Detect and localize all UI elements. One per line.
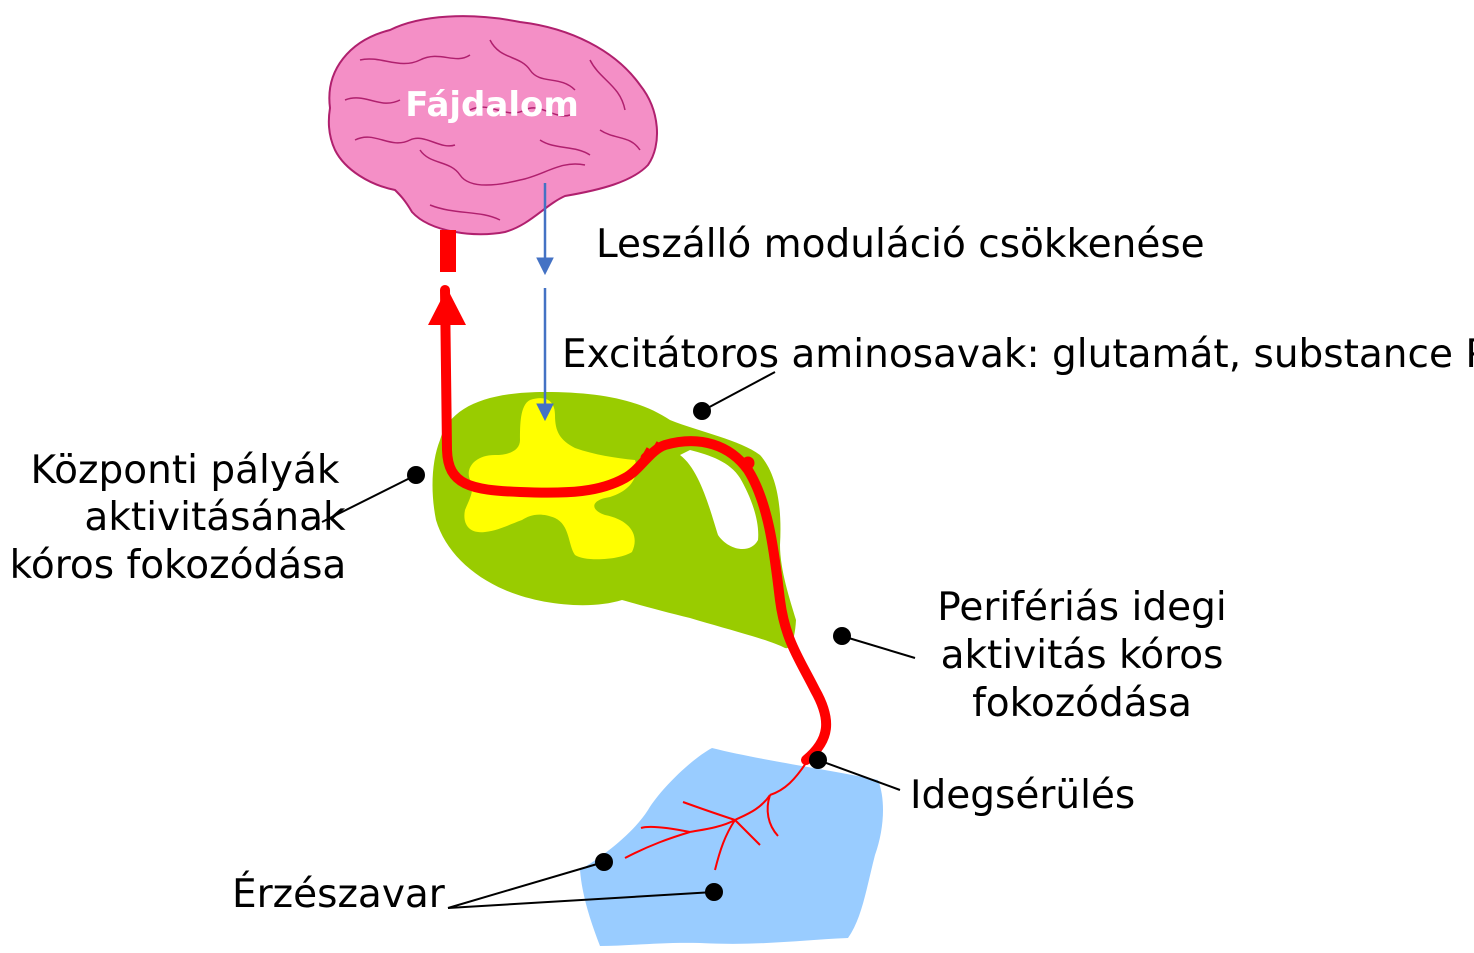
label-central-pathways-2: aktivitásának (84, 495, 346, 540)
label-central-pathways-1: Központi pályák (31, 448, 340, 493)
dot-sensory-1 (595, 853, 613, 871)
dot-peripheral (833, 627, 851, 645)
skin-patch (580, 748, 883, 946)
label-sensory-disturbance: Érzészavar (232, 870, 446, 917)
label-excitatory-amino-acids: Excitátoros aminosavak: glutamát, substa… (562, 332, 1474, 377)
ascending-pathway-top (440, 230, 456, 272)
label-peripheral-1: Perifériás idegi (937, 585, 1226, 630)
brain-label: Fájdalom (405, 85, 579, 125)
brain-illustration: Fájdalom (329, 16, 657, 234)
brain-shape (329, 16, 657, 234)
label-peripheral-2: aktivitás kóros (941, 633, 1224, 678)
dot-excitatory (693, 402, 711, 420)
spinal-cord-cross-section (433, 392, 796, 648)
dot-sensory-2 (705, 883, 723, 901)
label-peripheral-3: fokozódása (972, 681, 1192, 726)
descending-modulation-arrow (537, 183, 553, 420)
label-nerve-injury: Idegsérülés (910, 773, 1135, 818)
dot-nerve-injury (809, 751, 827, 769)
label-descending-modulation: Leszálló moduláció csökkenése (596, 222, 1205, 267)
label-central-pathways-3: kóros fokozódása (10, 543, 347, 588)
dot-central (407, 466, 425, 484)
skin-area (580, 748, 883, 946)
up-arrow-head (428, 288, 466, 325)
